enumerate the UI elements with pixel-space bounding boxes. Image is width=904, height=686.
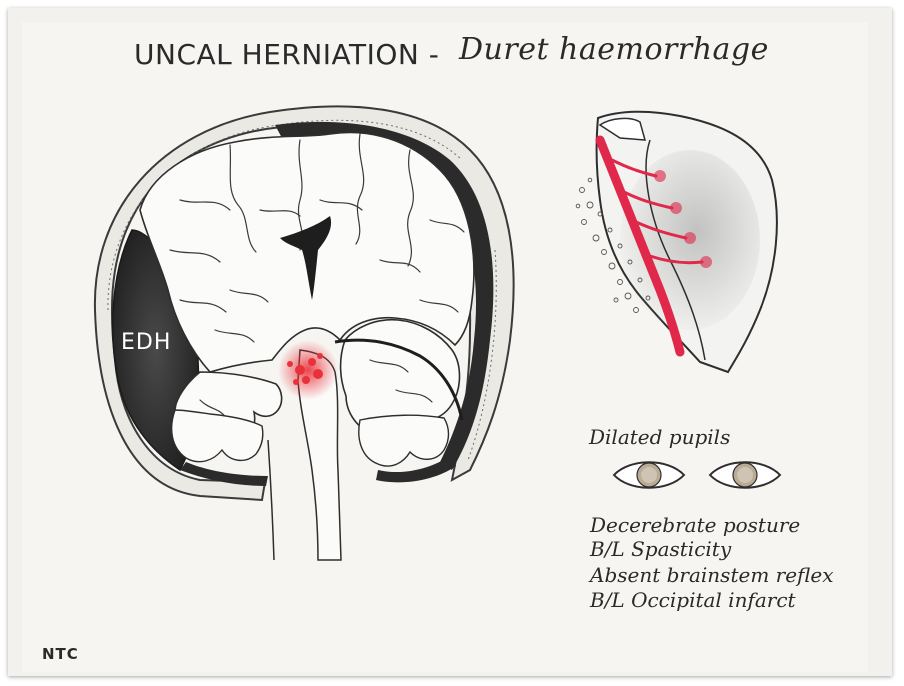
page-subtitle: Duret haemorrhage [459,32,769,67]
duret-haemorrhage [278,340,338,400]
left-eye-icon [614,462,684,488]
right-eye-icon [710,462,780,488]
symptom-item: B/L Occipital infarct [590,588,796,612]
symptom-item: B/L Spasticity [590,537,731,561]
page-title: UNCAL HERNIATION - [134,38,439,71]
dilated-pupils-label: Dilated pupils [589,425,730,449]
artist-signature: NTC [42,645,79,663]
edh-label: EDH [121,330,171,355]
symptom-item: Absent brainstem reflex [590,563,834,587]
symptom-item: Decerebrate posture [590,513,800,537]
